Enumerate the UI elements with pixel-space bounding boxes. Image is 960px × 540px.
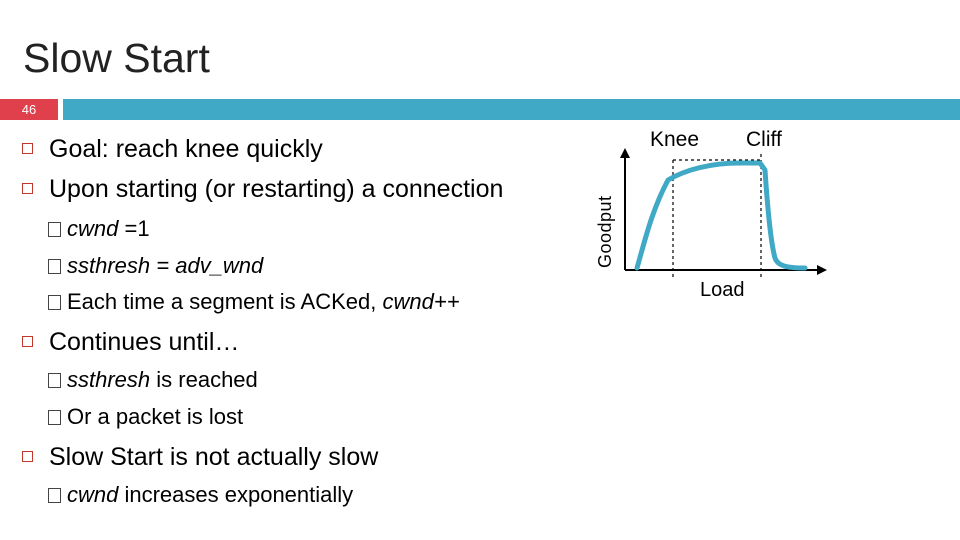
bullet-text: Upon starting (or restarting) a connecti… xyxy=(49,175,504,203)
bullet-square-icon xyxy=(22,143,33,154)
sub-bullet-box-icon xyxy=(48,259,61,274)
slide-title: Slow Start xyxy=(23,35,210,81)
sub-bullet-exponential: cwnd increases exponentially xyxy=(48,482,353,508)
sub-bullet-text: cwnd xyxy=(67,216,119,241)
sub-bullet-text: =1 xyxy=(118,216,150,241)
knee-label: Knee xyxy=(650,128,700,151)
x-axis-label: Load xyxy=(700,279,745,301)
bullet-square-icon xyxy=(22,451,33,462)
bullet-text: Continues until… xyxy=(49,328,240,356)
sub-bullet-text: Each time a segment is ACKed, xyxy=(67,289,383,314)
sub-bullet-box-icon xyxy=(48,410,61,425)
bullet-square-icon xyxy=(22,183,33,194)
y-axis-label: Goodput xyxy=(595,195,615,268)
sub-bullet-text: Or a packet is lost xyxy=(67,404,244,429)
sub-bullet-text: is reached xyxy=(150,367,258,392)
cliff-label: Cliff xyxy=(746,128,782,151)
sub-bullet-text: cwnd xyxy=(67,482,119,507)
sub-bullet-box-icon xyxy=(48,295,61,310)
title-rule xyxy=(63,99,960,120)
bullet-square-icon xyxy=(22,336,33,347)
bullet-text: Slow Start is not actually slow xyxy=(49,443,379,471)
goodput-curve xyxy=(634,160,808,271)
sub-bullet-ack: Each time a segment is ACKed, cwnd++ xyxy=(48,289,460,315)
sub-bullet-ssthresh-reached: ssthresh is reached xyxy=(48,367,258,393)
sub-bullet-text: cwnd++ xyxy=(382,289,460,314)
sub-bullet-text: increases exponentially xyxy=(118,482,354,507)
sub-bullet-box-icon xyxy=(48,488,61,503)
sub-bullet-text: ssthresh = adv_wnd xyxy=(67,253,264,278)
slide-number: 46 xyxy=(0,99,58,120)
sub-bullet-box-icon xyxy=(48,373,61,388)
sub-bullet-packet-lost: Or a packet is lost xyxy=(48,404,243,430)
sub-bullet-text: ssthresh xyxy=(67,367,151,392)
sub-bullet-ssthresh: ssthresh = adv_wnd xyxy=(48,253,263,279)
bullet-text: Goal: reach knee quickly xyxy=(49,135,323,163)
sub-bullet-cwnd: cwnd =1 xyxy=(48,216,150,242)
sub-bullet-box-icon xyxy=(48,222,61,237)
